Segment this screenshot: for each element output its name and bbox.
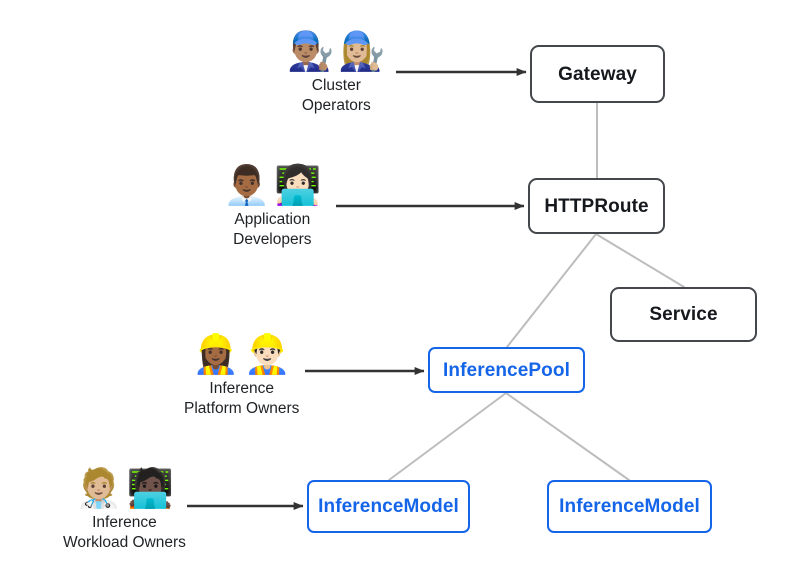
node-label: HTTPRoute [544, 195, 649, 217]
woman-technologist-icon: 👩🏻‍💻 [274, 163, 322, 208]
persona-label: Inference Platform Owners [184, 380, 300, 417]
node-label: InferenceModel [559, 496, 700, 517]
connector-inferencepool-model2 [505, 392, 630, 481]
node-label: InferenceModel [318, 496, 459, 517]
connector-httproute-inferencepool [506, 233, 597, 348]
node-inferencepool[interactable]: InferencePool [428, 347, 585, 393]
persona-inference-workload-owners: 🧑🏼‍⚕️🧑🏿‍💻Inference Workload Owners [63, 465, 186, 553]
woman-mechanic-icon: 👩🏼‍🔧 [338, 29, 386, 74]
man-office-worker-icon: 👨🏾‍💼 [223, 163, 271, 208]
persona-label: Inference Workload Owners [63, 514, 186, 551]
persona-cluster-operators: 👨🏽‍🔧👩🏼‍🔧Cluster Operators [287, 28, 386, 116]
persona-label: Application Developers [233, 211, 312, 248]
technologist-icon: 🧑🏿‍💻 [126, 466, 174, 511]
node-service[interactable]: Service [610, 287, 757, 342]
persona-emoji-row: 👷🏾‍♀️👷🏻‍♂️ [192, 331, 291, 375]
connector-inferencepool-model1 [388, 392, 507, 481]
persona-emoji-row: 👨🏾‍💼👩🏻‍💻 [223, 162, 322, 206]
persona-label: Cluster Operators [301, 77, 371, 114]
woman-construction-worker-icon: 👷🏾‍♀️ [192, 332, 240, 377]
persona-inference-platform-owners: 👷🏾‍♀️👷🏻‍♂️Inference Platform Owners [184, 331, 299, 419]
persona-emoji-row: 🧑🏼‍⚕️🧑🏿‍💻 [75, 465, 174, 509]
node-httproute[interactable]: HTTPRoute [528, 178, 665, 234]
man-construction-worker-icon: 👷🏻‍♂️ [243, 332, 292, 377]
connector-httproute-service [595, 233, 685, 288]
persona-application-developers: 👨🏾‍💼👩🏻‍💻Application Developers [223, 162, 322, 250]
node-inferencemodel2[interactable]: InferenceModel [547, 480, 712, 533]
node-label: InferencePool [443, 359, 570, 381]
health-worker-icon: 🧑🏼‍⚕️ [75, 466, 123, 511]
node-label: Service [649, 304, 718, 325]
persona-emoji-row: 👨🏽‍🔧👩🏼‍🔧 [287, 28, 386, 72]
node-label: Gateway [558, 63, 637, 85]
node-inferencemodel1[interactable]: InferenceModel [307, 480, 470, 533]
persona-arrows [187, 68, 527, 510]
man-mechanic-icon: 👨🏽‍🔧 [287, 29, 335, 74]
node-gateway[interactable]: Gateway [530, 45, 665, 103]
